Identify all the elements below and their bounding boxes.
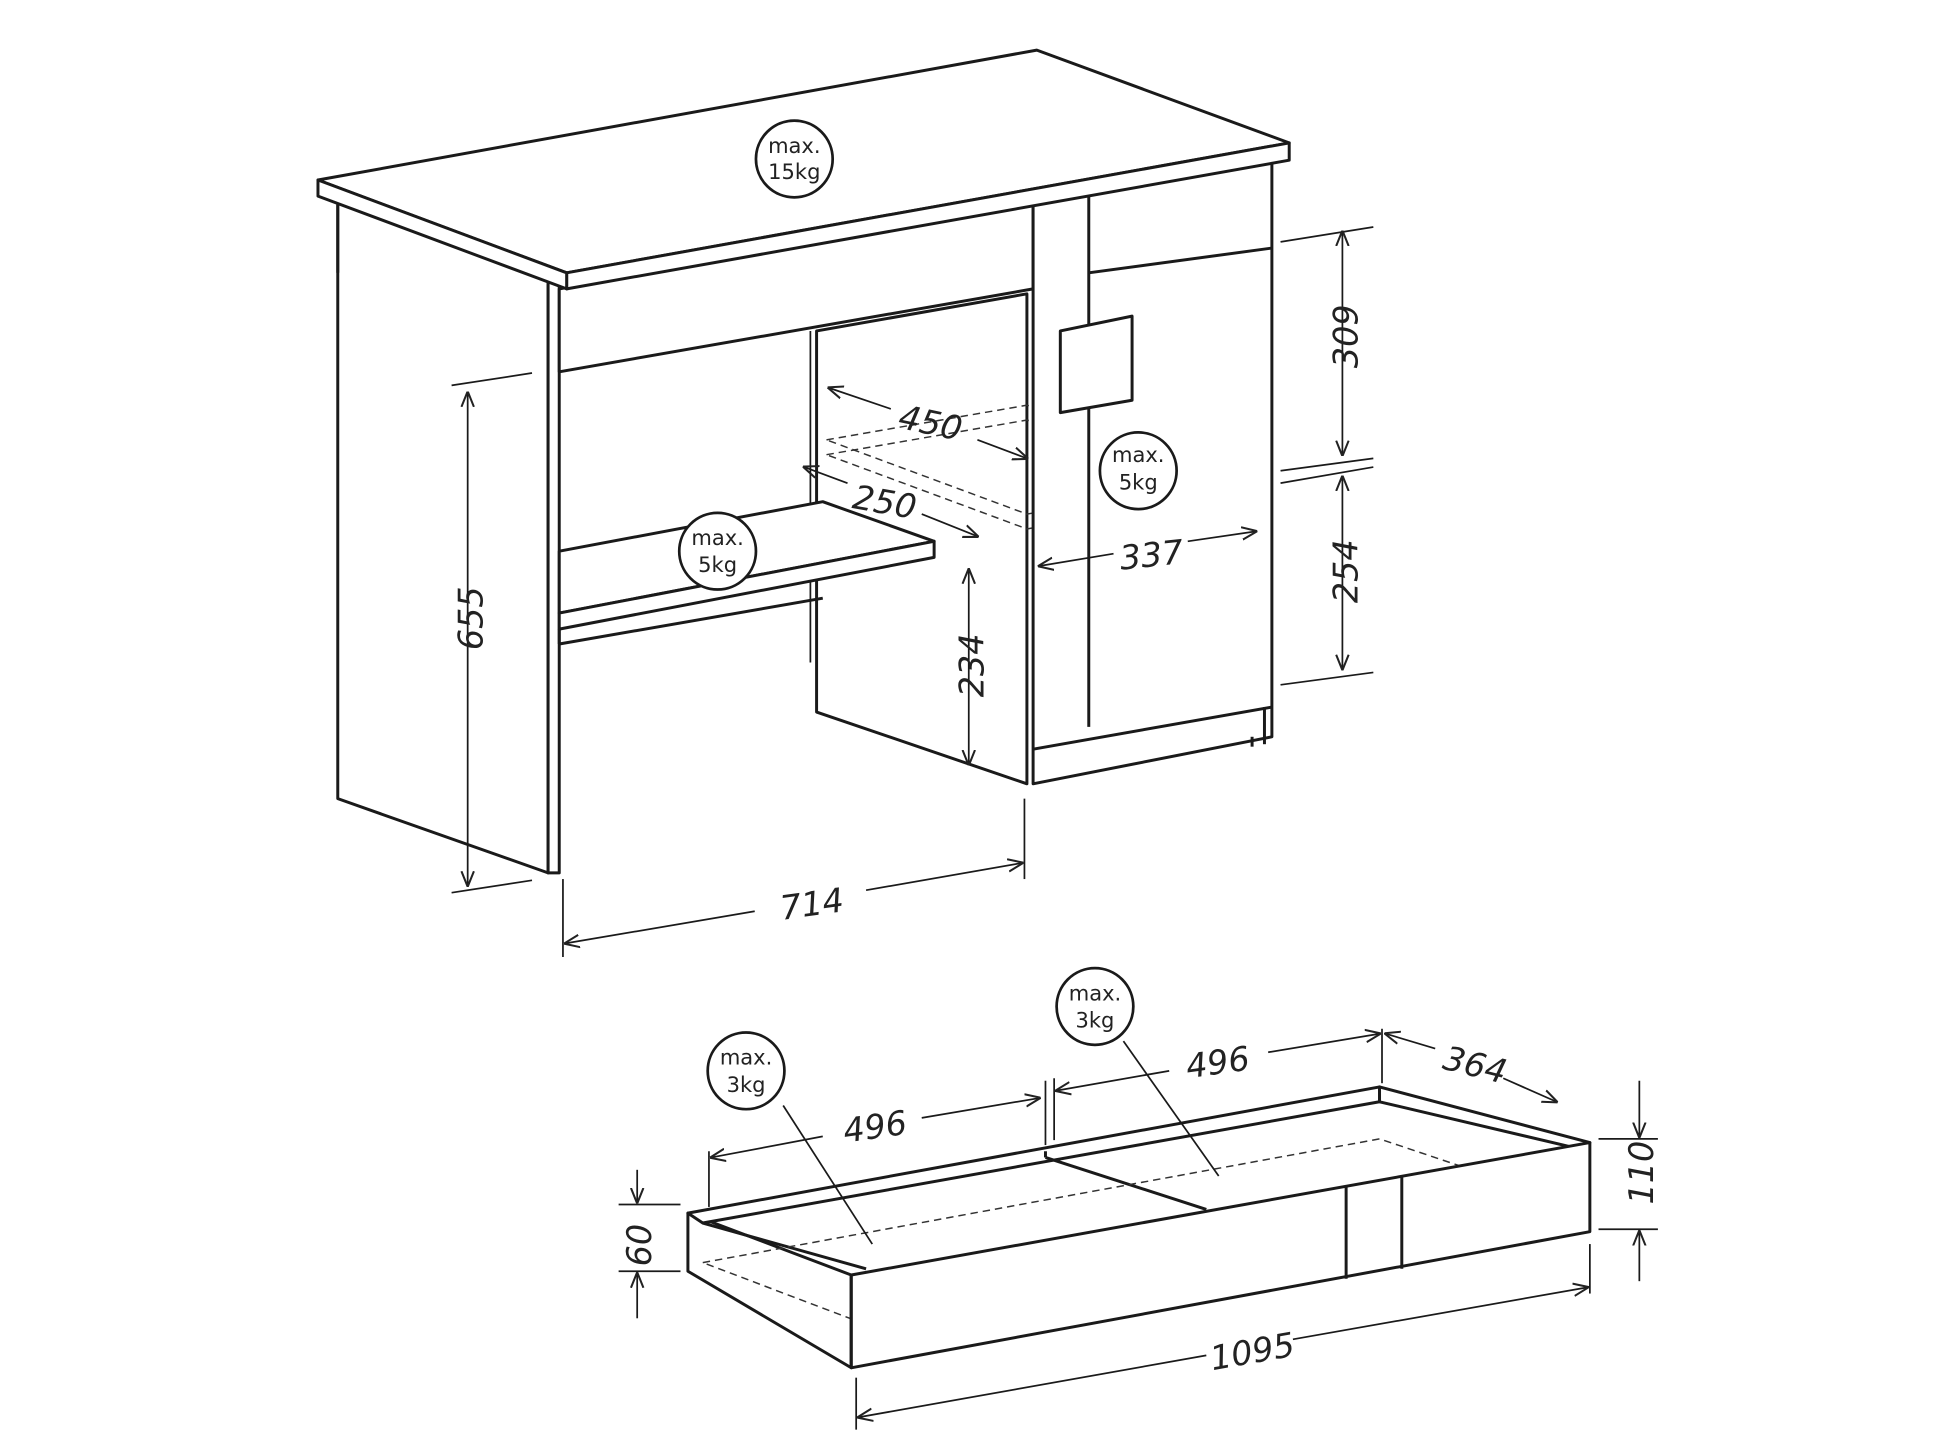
dim-364: 364 [1439,1038,1510,1091]
desk-left-panel-edge [546,277,561,875]
svg-text:max.: max. [1069,980,1121,1005]
dim-254: 254 [1326,539,1365,603]
svg-text:3kg: 3kg [1076,1008,1115,1033]
dim-309: 309 [1326,304,1365,368]
svg-text:3kg: 3kg [727,1072,766,1097]
svg-text:max.: max. [768,133,820,158]
dimension-lines [451,226,1374,958]
dim-655: 655 [452,586,491,650]
desk-left-panel [336,200,550,875]
dim-60: 60 [620,1224,659,1267]
dim-337: 337 [1118,532,1185,577]
svg-text:max.: max. [691,525,743,550]
door-handle [1058,314,1134,415]
desk-drawing: 309 254 655 234 450 250 337 714 max. 15k… [316,48,1374,958]
load-badge-cabinet-shelf: max. 5kg [1098,431,1178,511]
load-badge-drawer-left: max. 3kg [706,1031,786,1111]
load-badge-keyboard-shelf: max. 5kg [677,511,758,591]
dim-496-left: 496 [841,1103,910,1150]
svg-text:max.: max. [720,1045,772,1070]
desk-top-side-edge [316,178,569,291]
svg-text:5kg: 5kg [698,552,737,577]
drawer-drawing: 496 496 364 110 60 1095 max. 3kg max. 3k… [618,966,1661,1430]
keyboard-shelf-edge [557,539,936,631]
drawer-dimension-lines [618,1028,1658,1430]
svg-text:max.: max. [1112,442,1164,467]
dim-234: 234 [953,633,992,697]
dim-1095: 1095 [1207,1325,1297,1378]
dim-714: 714 [778,880,847,927]
dim-110: 110 [1622,1141,1661,1205]
drawer-right-side [1378,1085,1592,1150]
svg-text:15kg: 15kg [768,159,820,184]
svg-text:5kg: 5kg [1119,469,1158,494]
load-badge-top: max. 15kg [754,119,835,199]
load-badge-drawer-right: max. 3kg [1055,966,1135,1047]
dim-496-right: 496 [1183,1039,1252,1086]
drawer-left-side [686,1211,853,1370]
